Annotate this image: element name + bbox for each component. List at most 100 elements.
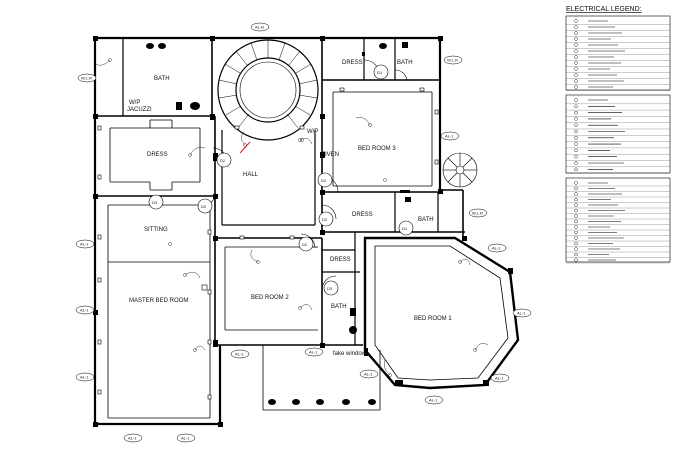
legend-symbol-icon	[574, 208, 578, 213]
tag-label: W.L.R	[447, 58, 458, 63]
room-label-bath-top-right: BATH	[397, 60, 413, 66]
legend-symbol-icon	[574, 225, 578, 229]
legend-symbol-icon	[574, 43, 578, 47]
electrical-points	[95, 58, 489, 377]
legend-symbol-icon	[574, 19, 578, 23]
legend-symbol-icon	[574, 148, 578, 153]
bath-fixtures	[146, 42, 411, 405]
legend-box-2	[565, 94, 671, 174]
legend-symbol-icon	[574, 136, 578, 140]
room-label-sitting: SITTING	[144, 227, 168, 233]
tag-label: AL-1	[80, 375, 89, 380]
legend-symbol-icon	[574, 98, 578, 102]
legend-symbol-icon	[574, 73, 578, 77]
electrical-legend: ELECTRICAL LEGEND:	[565, 6, 671, 264]
legend-symbol-icon	[574, 61, 578, 65]
legend-box-1	[565, 15, 671, 91]
door-label: D3	[327, 286, 333, 291]
legend-symbol-icon	[574, 55, 578, 59]
room-label-bed3: BED ROOM 3	[358, 146, 396, 152]
legend-symbol-icon	[574, 49, 578, 53]
tag-label: AL-1	[429, 398, 438, 403]
tag-label: AL-1	[80, 308, 89, 313]
legend-symbol-icon	[574, 181, 578, 185]
door-labels: D1 D2 D2 D2 D2 D3 D1 D3 D2	[152, 70, 408, 291]
legend-symbol-icon	[574, 192, 578, 196]
legend-symbol-icon	[574, 104, 578, 109]
legend-symbol-icon	[574, 236, 578, 240]
room-label-dress-left: DRESS	[147, 152, 168, 158]
legend-symbol-icon	[574, 203, 578, 207]
legend-symbol-icon	[574, 258, 578, 262]
room-label-master: MASTER BED ROOM	[129, 298, 188, 304]
circuit-tags	[75, 22, 532, 443]
legend-symbol-icon	[574, 247, 578, 251]
door-swings	[200, 59, 408, 291]
room-label-jacuzzi: JACUZZI	[127, 107, 152, 113]
external-spiral-stair	[442, 152, 478, 188]
legend-symbol-icon	[574, 230, 578, 235]
legend-symbol-icon	[574, 129, 578, 134]
legend-symbol-icon	[574, 154, 578, 159]
room-label-oven: OVEN	[322, 152, 339, 158]
room-label-bed1: BED ROOM 1	[414, 316, 452, 322]
legend-symbol-icon	[574, 161, 578, 165]
door-tag-circles	[148, 64, 414, 296]
legend-symbol-icon	[574, 67, 578, 71]
tag-label: W.L.R	[81, 76, 92, 81]
legend-symbol-icon	[574, 197, 578, 202]
legend-box-3	[565, 177, 671, 263]
door-label: D2	[220, 158, 226, 163]
door-label: D1	[377, 70, 383, 75]
room-label-dress-top-right: DRESS	[342, 60, 363, 66]
tag-label: AL-1	[128, 436, 137, 441]
legend-symbol-icon	[574, 214, 578, 218]
tag-label: AL-1	[181, 436, 190, 441]
tag-label: AL-1	[309, 350, 318, 355]
door-label: D3	[152, 200, 158, 205]
door-label: D2	[201, 204, 207, 209]
tag-label: AL-1	[364, 372, 373, 377]
door-label: D2	[302, 242, 308, 247]
room-label-bed2: BED ROOM 2	[251, 295, 289, 301]
tag-label: AL-1	[517, 311, 526, 316]
legend-symbol-icon	[574, 37, 578, 41]
room-labels: BATH W/P JACUZZI DRESS HALL SITTING MAST…	[127, 60, 452, 357]
door-label: D1	[402, 226, 408, 231]
columns	[93, 36, 513, 427]
room-label-bath-top: BATH	[154, 76, 170, 82]
legend-symbol-icon	[574, 186, 578, 191]
circuit-tag-labels: AL-B W.L.R W.L.R W.L.R AL-1 AL-1 AL-1 AL…	[80, 25, 526, 441]
legend-symbol-icon	[574, 219, 578, 224]
legend-symbol-icon	[574, 241, 578, 246]
legend-symbol-icon	[574, 79, 578, 83]
room-label-hall: HALL	[243, 172, 259, 178]
legend-symbol-icon	[574, 252, 578, 257]
legend-symbol-icon	[574, 85, 578, 89]
room-label-bath-mid: BATH	[418, 217, 434, 223]
tag-label: AL-1	[235, 352, 244, 357]
room-label-bath-small: BATH	[331, 304, 347, 310]
room-label-wp-jacuzzi: W/P	[129, 100, 140, 106]
tag-label: AL-1	[495, 376, 504, 381]
spiral-staircase	[217, 39, 319, 141]
tag-label: W.L.R	[472, 211, 483, 216]
wall-light-ticks	[97, 87, 439, 400]
tag-label: AL-B	[255, 25, 264, 30]
door-label: D2	[322, 217, 328, 222]
room-label-dress-small: DRESS	[330, 257, 351, 263]
legend-symbol-icon	[574, 167, 578, 172]
legend-title: ELECTRICAL LEGEND:	[566, 6, 642, 13]
room-label-wp-right: W/P	[307, 129, 318, 135]
red-marker-line	[239, 141, 251, 154]
legend-symbol-icon	[574, 117, 578, 121]
legend-symbol-icon	[574, 123, 578, 127]
tag-label: AL-1	[445, 134, 454, 139]
legend-symbol-icon	[574, 25, 578, 29]
legend-symbol-icon	[574, 31, 578, 35]
legend-symbol-icon	[574, 110, 578, 115]
door-label: D2	[321, 178, 327, 183]
tag-label: AL-1	[80, 242, 89, 247]
room-label-fake-window: fake window	[333, 351, 367, 357]
